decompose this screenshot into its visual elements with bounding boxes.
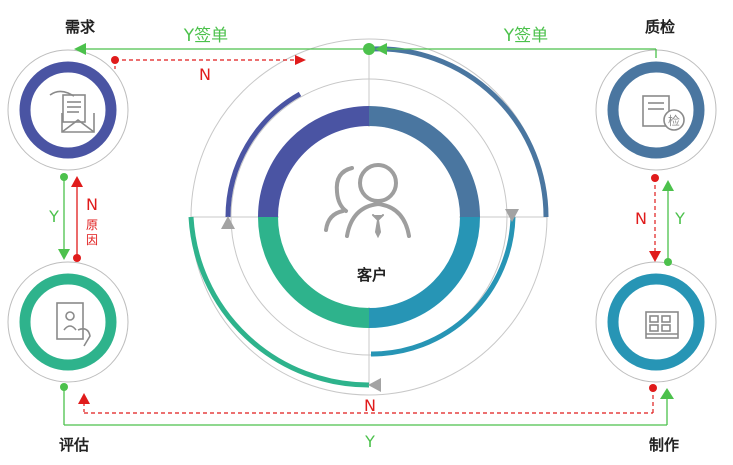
users-icon bbox=[324, 163, 411, 239]
left-yes-label: Y bbox=[48, 207, 59, 226]
top-right-yes-label: Y签单 bbox=[503, 26, 548, 46]
inner-quadrant-qc bbox=[368, 106, 480, 218]
inner-quadrant-produce bbox=[368, 216, 480, 328]
node-qc[interactable]: 检 质检 bbox=[595, 18, 717, 171]
outer-arc-produce bbox=[370, 216, 516, 357]
svg-text:检: 检 bbox=[668, 113, 680, 128]
top-yes-arrow-left bbox=[74, 43, 86, 55]
top-yes-flow bbox=[74, 43, 657, 58]
top-no-flow bbox=[111, 55, 306, 70]
inspect-document-icon: 检 bbox=[642, 95, 685, 131]
bottom-yes-label: Y bbox=[364, 432, 375, 451]
right-yes-flow bbox=[662, 180, 674, 266]
right-yes-label: Y bbox=[674, 209, 685, 228]
outer-arc-demand bbox=[225, 91, 302, 218]
mail-document-icon bbox=[49, 90, 95, 133]
left-no-reason-1: 原 bbox=[86, 218, 98, 232]
top-yes-arrow-right bbox=[375, 43, 387, 55]
inner-quadrant-demand bbox=[258, 106, 370, 218]
hub-core bbox=[279, 127, 459, 307]
left-yes-flow bbox=[58, 173, 70, 260]
outer-arc-qc bbox=[370, 46, 549, 218]
top-left-yes-label: Y签单 bbox=[183, 26, 228, 46]
left-no-reason-2: 因 bbox=[86, 233, 98, 247]
left-no-label: N bbox=[86, 195, 98, 214]
bottom-yes-flow bbox=[60, 383, 674, 426]
right-no-flow bbox=[649, 174, 661, 262]
hand-document-icon bbox=[56, 302, 91, 347]
arrow-head-right bbox=[505, 209, 519, 222]
right-no-label: N bbox=[635, 209, 647, 228]
bottom-no-label: N bbox=[364, 396, 376, 415]
center-label: 客户 bbox=[356, 266, 387, 284]
arrow-head-left bbox=[221, 216, 235, 229]
node-assess[interactable]: 评估 bbox=[7, 261, 129, 454]
top-no-label: N bbox=[199, 65, 211, 84]
inner-quadrant-assess bbox=[258, 216, 370, 328]
left-no-flow bbox=[71, 176, 83, 262]
grid-panel-icon bbox=[645, 311, 679, 339]
center-hub: 客户 bbox=[188, 38, 549, 396]
node-qc-title: 质检 bbox=[645, 18, 675, 36]
node-demand[interactable]: 需求 bbox=[7, 18, 129, 171]
top-junction-dot bbox=[363, 43, 375, 55]
arrow-head-bottom bbox=[368, 378, 381, 392]
outer-arc-assess bbox=[188, 216, 370, 388]
bottom-no-flow bbox=[78, 384, 657, 414]
node-produce-title: 制作 bbox=[649, 436, 679, 454]
node-assess-title: 评估 bbox=[59, 436, 89, 454]
node-demand-title: 需求 bbox=[65, 18, 96, 36]
node-produce[interactable]: 制作 bbox=[595, 261, 717, 454]
